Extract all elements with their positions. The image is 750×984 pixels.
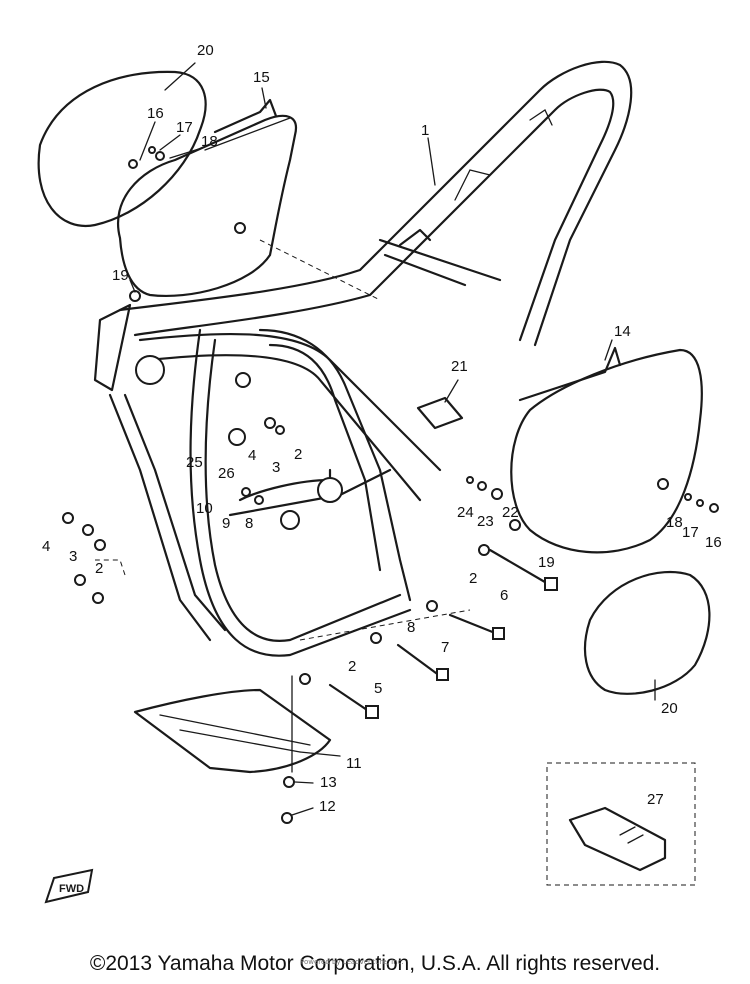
- fwd-arrow-icon: FWD: [44, 868, 94, 904]
- callout: 3: [69, 548, 77, 565]
- right-number-plate: [583, 570, 711, 695]
- frame: [93, 60, 633, 657]
- left-number-plate: [37, 70, 207, 228]
- leader-lines: [129, 62, 656, 816]
- callout: 16: [147, 105, 164, 122]
- callout: 27: [647, 791, 664, 808]
- callout: 14: [614, 323, 631, 340]
- callout: 1: [421, 122, 429, 139]
- callout: 26: [218, 465, 235, 482]
- callout: 15: [253, 69, 270, 86]
- callout: 2: [95, 560, 103, 577]
- callout: 2: [348, 658, 356, 675]
- inset-box: [546, 762, 696, 886]
- callout: 20: [197, 42, 214, 59]
- callout: 4: [248, 447, 256, 464]
- callout: 20: [661, 700, 678, 717]
- left-side-cover: [117, 98, 298, 297]
- callout: 23: [477, 513, 494, 530]
- callout: 21: [451, 358, 468, 375]
- callout: 18: [666, 514, 683, 531]
- callout: 10: [196, 500, 213, 517]
- bracket-plate: [416, 396, 464, 430]
- alignment-lines: [95, 239, 471, 641]
- callout: 12: [319, 798, 336, 815]
- callout: 8: [245, 515, 253, 532]
- powered-by-watermark: Powered by Leadventure, Inc.: [300, 958, 404, 966]
- callout: 5: [374, 680, 382, 697]
- callout: 16: [705, 534, 722, 551]
- callout: 24: [457, 504, 474, 521]
- callout: 9: [222, 515, 230, 532]
- callout: 7: [441, 639, 449, 656]
- callout: 13: [320, 774, 337, 791]
- callout: 17: [682, 524, 699, 541]
- right-side-cover: [510, 346, 703, 554]
- fwd-label: FWD: [59, 883, 84, 895]
- fasteners: [62, 146, 719, 824]
- callout-labels: 20 15 16 17 18 1 19 14 21 25 4 3 2 26 10…: [42, 42, 722, 815]
- callout: 6: [500, 587, 508, 604]
- exploded-parts-diagram: 20 15 16 17 18 1 19 14 21 25 4 3 2 26 10…: [37, 42, 722, 886]
- callout: 11: [346, 755, 362, 772]
- forward-arrow-badge: FWD: [44, 868, 96, 911]
- skid-plate: [133, 688, 332, 774]
- callout: 2: [294, 446, 302, 463]
- callout: 25: [186, 454, 203, 471]
- callout: 19: [538, 554, 555, 571]
- callout: 4: [42, 538, 50, 555]
- footer: ©2013 Yamaha Motor Corporation, U.S.A. A…: [0, 944, 750, 984]
- callout: 3: [272, 459, 280, 476]
- copyright-text: ©2013 Yamaha Motor Corporation, U.S.A. A…: [89, 952, 661, 975]
- callout: 22: [502, 504, 519, 521]
- callout: 8: [407, 619, 415, 636]
- bolts: [328, 548, 558, 719]
- callout: 18: [201, 133, 218, 150]
- callout: 2: [469, 570, 477, 587]
- callout: 19: [112, 267, 129, 284]
- callout: 17: [176, 119, 193, 136]
